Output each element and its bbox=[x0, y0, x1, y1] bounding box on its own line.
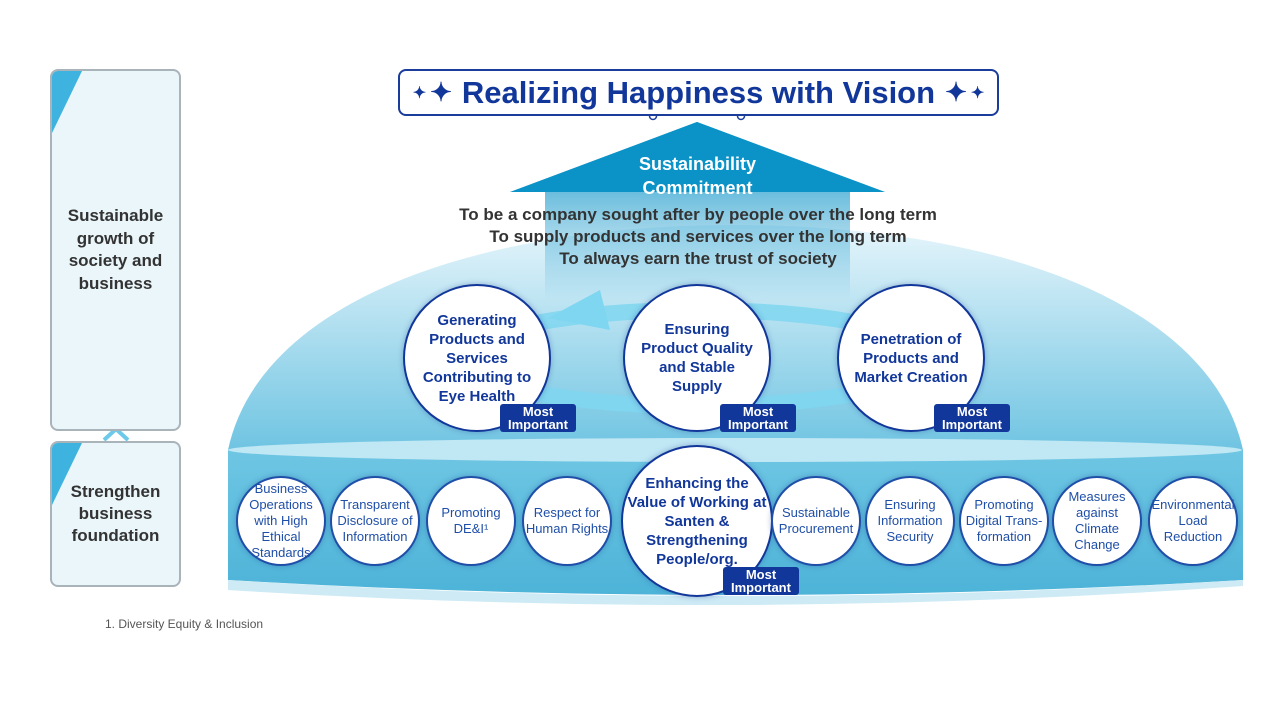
footnote: 1. Diversity Equity & Inclusion bbox=[105, 617, 264, 631]
material-issue-label: Ensuring Product Quality and Stable Supp… bbox=[641, 321, 753, 395]
foundation-label: Ensuring Information Security bbox=[877, 497, 943, 544]
sparkle-icon: ✦ bbox=[970, 84, 985, 102]
foundation-circle: Business Operations with High Ethical St… bbox=[236, 476, 326, 566]
material-issue-label: Generating Products and Services Contrib… bbox=[422, 311, 532, 405]
foundation-circle: Environmental Load Reduction bbox=[1148, 476, 1238, 566]
foundation-label: Transparent Disclosure of Information bbox=[337, 497, 413, 544]
foundation-circle: Promoting DE&I¹ bbox=[426, 476, 516, 566]
arrow-label: Sustainability Commitment bbox=[560, 152, 835, 200]
left-panel-top-label: Sustainable growth of society and busine… bbox=[67, 206, 164, 293]
most-important-badge: Most Important bbox=[720, 404, 796, 432]
foundation-circle: Respect for Human Rights bbox=[522, 476, 612, 566]
foundation-label: Promoting Digital Trans-formation bbox=[965, 497, 1043, 544]
left-panel-bottom-label: Strengthen business foundation bbox=[70, 482, 161, 545]
commitment-line: To always earn the trust of society bbox=[559, 249, 837, 268]
foundation-circle: Sustainable Procurement bbox=[771, 476, 861, 566]
left-panel-bottom: Strengthen business foundation bbox=[50, 441, 181, 587]
sparkle-icon: ✦ bbox=[945, 77, 967, 107]
vision-title-text: Realizing Happiness with Vision bbox=[461, 74, 936, 110]
cycle-arrowhead-icon bbox=[548, 290, 610, 330]
material-issue-circle: Generating Products and Services Contrib… bbox=[403, 284, 551, 432]
foundation-label: Environmental Load Reduction bbox=[1151, 497, 1235, 544]
most-important-badge: Most Important bbox=[723, 567, 799, 595]
arrow-label-line: Sustainability bbox=[638, 154, 757, 174]
foundation-label: Business Operations with High Ethical St… bbox=[249, 481, 313, 560]
commitment-line: To be a company sought after by people o… bbox=[459, 205, 937, 224]
left-panel-top: Sustainable growth of society and busine… bbox=[50, 69, 181, 431]
commitment-line: To supply products and services over the… bbox=[489, 227, 907, 246]
foundation-circle: Promoting Digital Trans-formation bbox=[959, 476, 1049, 566]
most-important-badge: Most Important bbox=[934, 404, 1010, 432]
foundation-label: Sustainable Procurement bbox=[778, 505, 854, 536]
vision-title: ✦✦ Realizing Happiness with Vision ✦✦ bbox=[398, 69, 999, 116]
foundation-circle: Ensuring Information Security bbox=[865, 476, 955, 566]
foundation-label: Measures against Climate Change bbox=[1068, 489, 1126, 552]
sparkle-icon: ✦ bbox=[412, 84, 427, 102]
foundation-label: Respect for Human Rights bbox=[525, 505, 609, 536]
corner-accent bbox=[52, 71, 82, 133]
material-issue-label: Penetration of Products and Market Creat… bbox=[854, 330, 968, 386]
foundation-circle: Measures against Climate Change bbox=[1052, 476, 1142, 566]
foundation-label: Enhancing the Value of Working at Santen… bbox=[627, 474, 767, 568]
most-important-badge: Most Important bbox=[500, 404, 576, 432]
commitments: To be a company sought after by people o… bbox=[398, 204, 998, 270]
foundation-circle: Transparent Disclosure of Information bbox=[330, 476, 420, 566]
sparkle-icon: ✦ bbox=[430, 77, 452, 107]
arrow-label-line: Commitment bbox=[642, 178, 753, 198]
foundation-label: Promoting DE&I¹ bbox=[441, 505, 501, 536]
